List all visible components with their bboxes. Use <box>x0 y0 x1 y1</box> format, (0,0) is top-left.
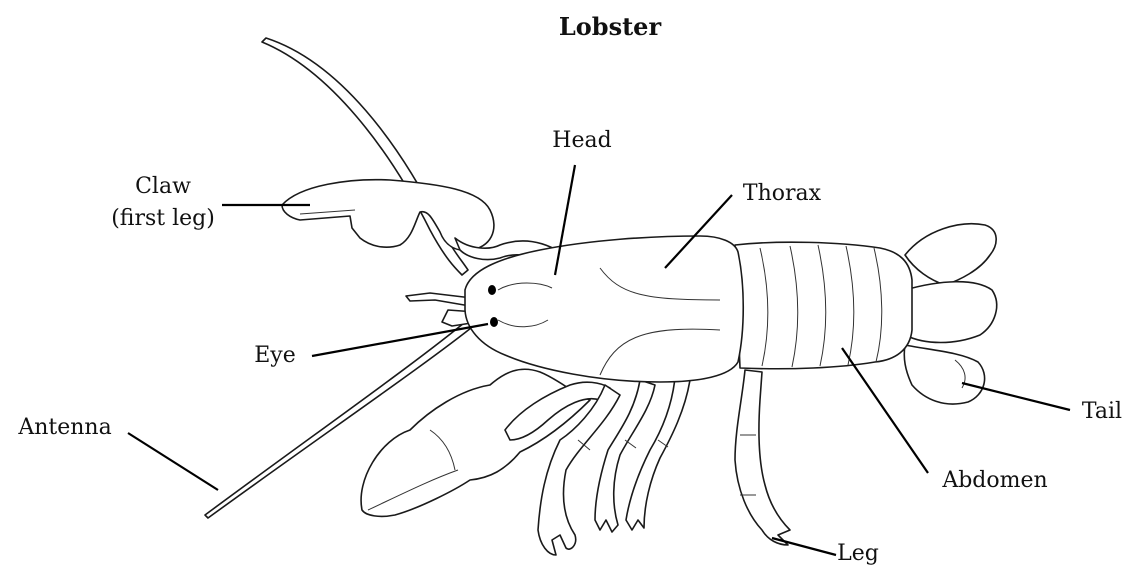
walking-leg-4 <box>735 370 790 545</box>
lobster-illustration <box>205 38 997 555</box>
leg-leader <box>772 538 836 555</box>
eye-leader <box>312 324 488 356</box>
label-claw-line2: (first leg) <box>111 206 215 231</box>
antennule-upper <box>406 293 472 306</box>
label-antenna: Antenna <box>17 415 111 440</box>
carapace <box>465 236 743 382</box>
tail-fan-upper <box>905 224 996 285</box>
tail-fan-lower <box>904 345 984 404</box>
label-head: Head <box>552 128 611 153</box>
eye-lower <box>490 317 498 327</box>
label-leg: Leg <box>837 541 879 566</box>
tail-fan-middle <box>905 282 997 343</box>
label-thorax: Thorax <box>743 181 822 206</box>
eye-upper <box>488 285 496 295</box>
antenna-leader <box>128 433 218 490</box>
label-eye: Eye <box>254 343 296 368</box>
upper-claw <box>282 180 494 251</box>
tail-leader <box>962 383 1070 410</box>
label-abdomen: Abdomen <box>941 468 1047 493</box>
label-claw-line1: Claw <box>135 174 191 199</box>
diagram-title: Lobster <box>559 12 662 41</box>
label-tail: Tail <box>1082 399 1122 424</box>
